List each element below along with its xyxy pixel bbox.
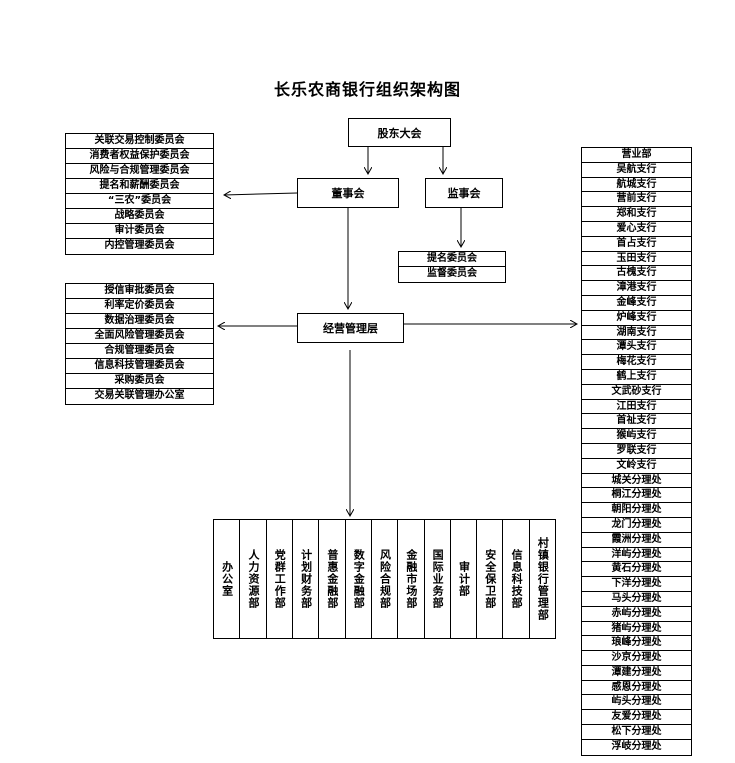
branch-item: 潭建分理处 <box>582 666 691 681</box>
department-item: 人力资源部 <box>240 520 267 638</box>
board-committee-item: 战略委员会 <box>66 209 213 224</box>
branch-item: 航城支行 <box>582 178 691 193</box>
board-committee-item: 消费者权益保护委员会 <box>66 149 213 164</box>
branch-item: 漳港支行 <box>582 281 691 296</box>
department-item: 审计部 <box>451 520 478 638</box>
chart-title: 长乐农商银行组织架构图 <box>273 80 461 99</box>
department-item: 村镇银行管理部 <box>530 520 555 638</box>
department-label: 党群工作部 <box>273 549 287 609</box>
branch-item: 首祉支行 <box>582 414 691 430</box>
branch-item: 松下分理处 <box>582 725 691 740</box>
board-committee-item: 关联交易控制委员会 <box>66 134 213 149</box>
branch-item: 琅峰分理处 <box>582 636 691 652</box>
department-label: 安全保卫部 <box>483 549 497 609</box>
management-committee-item: 采购委员会 <box>66 374 213 389</box>
department-label: 数字金融部 <box>352 549 366 609</box>
management-committee-item: 交易关联管理办公室 <box>94 390 185 401</box>
branch-item: 龙门分理处 <box>582 518 691 533</box>
department-item: 风险合规部 <box>372 520 399 638</box>
board-committee-list: 关联交易控制委员会消费者权益保护委员会风险与合规管理委员会提名和薪酬委员会“三农… <box>65 133 214 255</box>
management-committee-item: 全面风险管理委员会 <box>66 329 213 344</box>
branch-item: 感恩分理处 <box>582 681 691 696</box>
branch-item: 爱心支行 <box>582 222 691 237</box>
department-label: 审计部 <box>457 561 471 597</box>
branch-item: 桐江分理处 <box>582 488 691 504</box>
department-item: 计划财务部 <box>293 520 320 638</box>
department-label: 办公室 <box>220 561 234 597</box>
branch-item: 猴屿支行 <box>582 429 691 444</box>
branch-item: 古槐支行 <box>582 266 691 282</box>
branch-item: 朝阳分理处 <box>582 503 691 518</box>
branch-item: 吴航支行 <box>582 163 691 178</box>
node-board: 董事会 <box>297 178 399 208</box>
department-label: 普惠金融部 <box>325 549 339 609</box>
branch-item: 炉峰支行 <box>582 311 691 326</box>
department-item: 金融市场部 <box>398 520 425 638</box>
branch-item: 下洋分理处 <box>582 577 691 592</box>
department-row: 办公室人力资源部党群工作部计划财务部普惠金融部数字金融部风险合规部金融市场部国际… <box>213 519 556 639</box>
board-committee-item: 审计委员会 <box>66 224 213 239</box>
branch-item: 玉田支行 <box>582 252 691 267</box>
node-supervisors: 监事会 <box>425 178 503 208</box>
branch-item: 文武砂支行 <box>582 385 691 400</box>
branch-item: 罗联支行 <box>582 444 691 459</box>
department-item: 数字金融部 <box>346 520 372 638</box>
branch-item: 首占支行 <box>582 237 691 252</box>
branch-item: 城关分理处 <box>582 474 691 489</box>
branch-item: 浮岐分理处 <box>611 740 662 752</box>
branch-item: 金峰支行 <box>582 296 691 311</box>
department-item: 党群工作部 <box>267 520 293 638</box>
board-committee-item: “三农”委员会 <box>66 194 213 209</box>
branch-item: 营前支行 <box>582 192 691 208</box>
arrow-board-committees <box>224 193 298 195</box>
branch-item: 湖南支行 <box>582 326 691 341</box>
branch-item: 江田支行 <box>582 400 691 415</box>
branch-item: 梅花支行 <box>582 355 691 370</box>
department-item: 办公室 <box>214 520 241 638</box>
department-item: 安全保卫部 <box>477 520 504 638</box>
department-label: 信息科技部 <box>510 549 524 609</box>
branch-list: 营业部吴航支行航城支行营前支行郑和支行爱心支行首占支行玉田支行古槐支行漳港支行金… <box>581 147 692 756</box>
branch-item: 霞洲分理处 <box>582 533 691 548</box>
branch-item: 郑和支行 <box>582 207 691 222</box>
management-committee-item: 数据治理委员会 <box>66 314 213 329</box>
management-committee-item: 合规管理委员会 <box>66 344 213 359</box>
department-item: 信息科技部 <box>503 520 530 638</box>
department-label: 人力资源部 <box>246 549 260 609</box>
branch-item: 潭头支行 <box>582 340 691 356</box>
department-label: 国际业务部 <box>431 549 445 609</box>
department-item: 普惠金融部 <box>319 520 346 638</box>
supervisor-committee-item: 监督委员会 <box>427 268 477 279</box>
branch-item: 赤屿分理处 <box>582 607 691 622</box>
department-label: 风险合规部 <box>378 549 392 609</box>
branch-item: 猪屿分理处 <box>582 622 691 637</box>
branch-item: 黄石分理处 <box>582 562 691 578</box>
branch-item: 营业部 <box>582 148 691 163</box>
branch-item: 文岭支行 <box>582 459 691 474</box>
branch-item: 马头分理处 <box>582 592 691 607</box>
board-committee-item: 提名和薪酬委员会 <box>66 179 213 194</box>
department-item: 国际业务部 <box>425 520 451 638</box>
management-committee-list: 授信审批委员会利率定价委员会数据治理委员会全面风险管理委员会合规管理委员会信息科… <box>65 283 214 405</box>
branch-item: 友爱分理处 <box>582 710 691 726</box>
branch-item: 屿头分理处 <box>582 695 691 711</box>
management-committee-item: 利率定价委员会 <box>66 299 213 314</box>
supervisor-committee-list: 提名委员会监督委员会 <box>398 251 506 283</box>
node-management: 经营管理层 <box>297 313 404 343</box>
management-committee-item: 信息科技管理委员会 <box>66 359 213 374</box>
management-committee-item: 授信审批委员会 <box>66 284 213 299</box>
branch-item: 沙京分理处 <box>582 651 691 666</box>
department-label: 计划财务部 <box>299 549 313 609</box>
department-label: 金融市场部 <box>404 549 418 609</box>
board-committee-item: 风险与合规管理委员会 <box>66 164 213 179</box>
branch-item: 洋屿分理处 <box>582 548 691 563</box>
board-committee-item: 内控管理委员会 <box>104 240 175 251</box>
department-label: 村镇银行管理部 <box>536 537 550 621</box>
node-shareholders: 股东大会 <box>348 118 451 147</box>
supervisor-committee-item: 提名委员会 <box>399 252 505 267</box>
branch-item: 鹤上支行 <box>582 370 691 385</box>
